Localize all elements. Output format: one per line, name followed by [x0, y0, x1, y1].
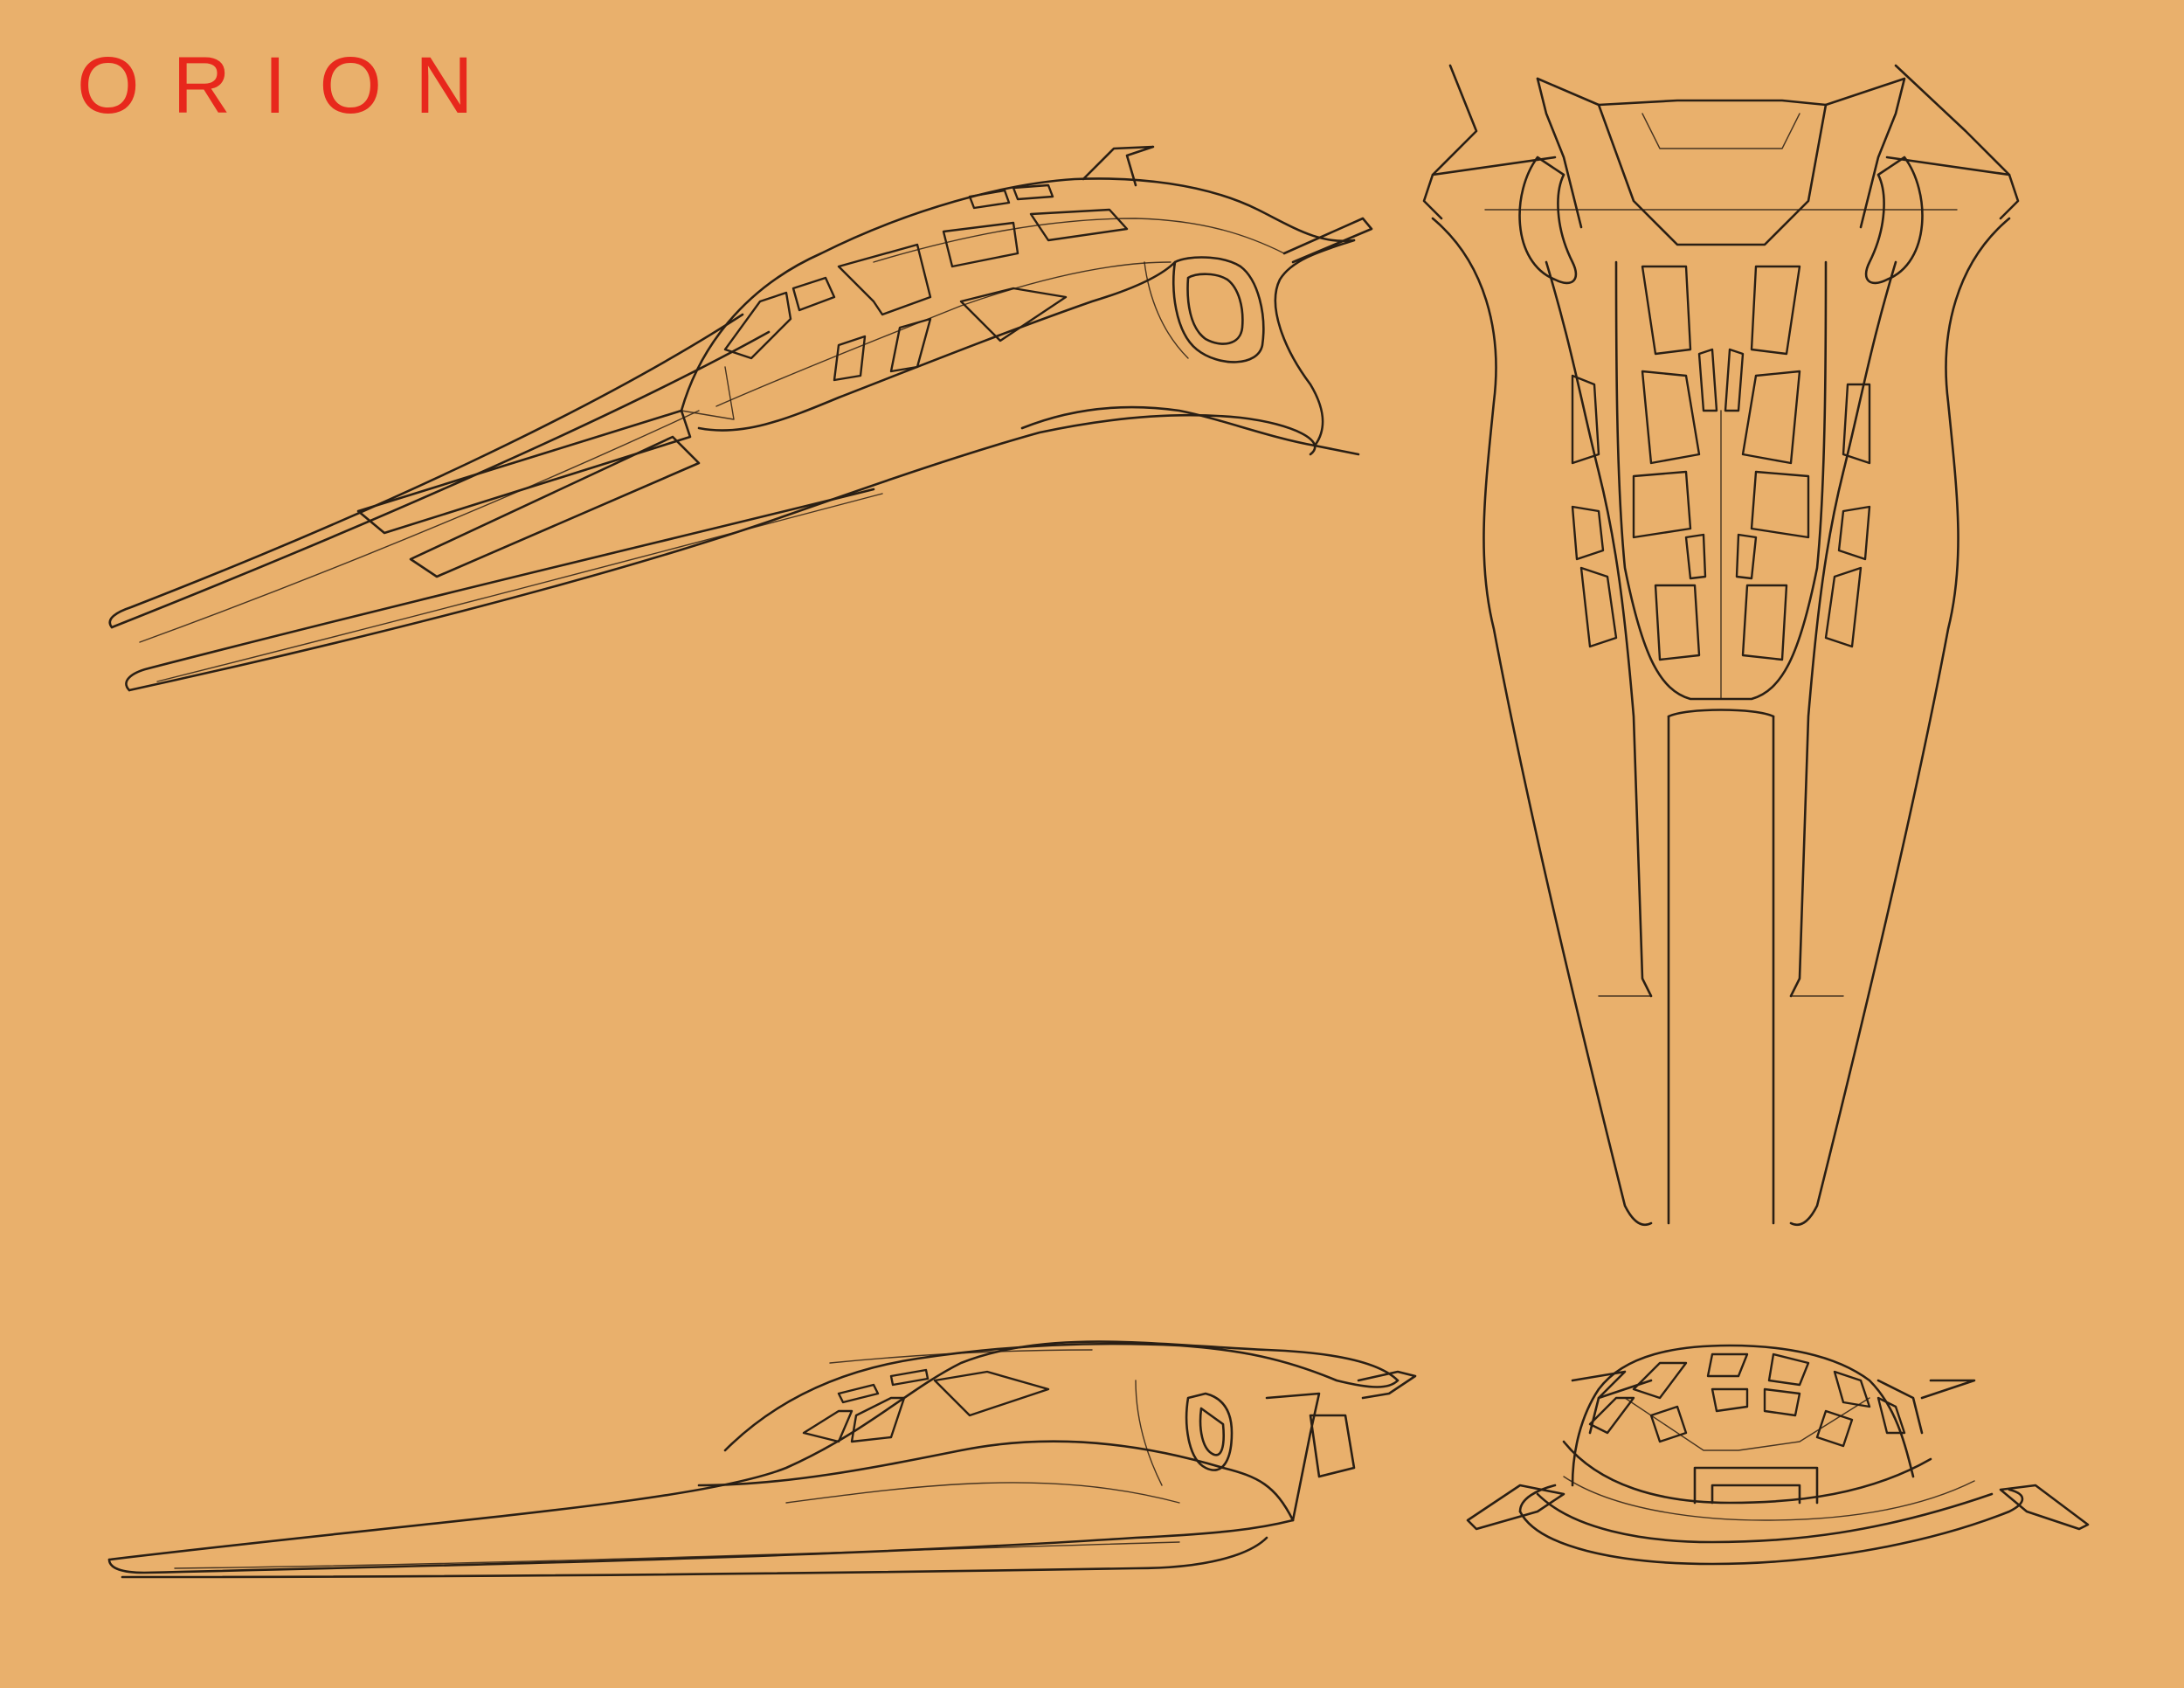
sheet-title: ORION	[77, 41, 507, 130]
